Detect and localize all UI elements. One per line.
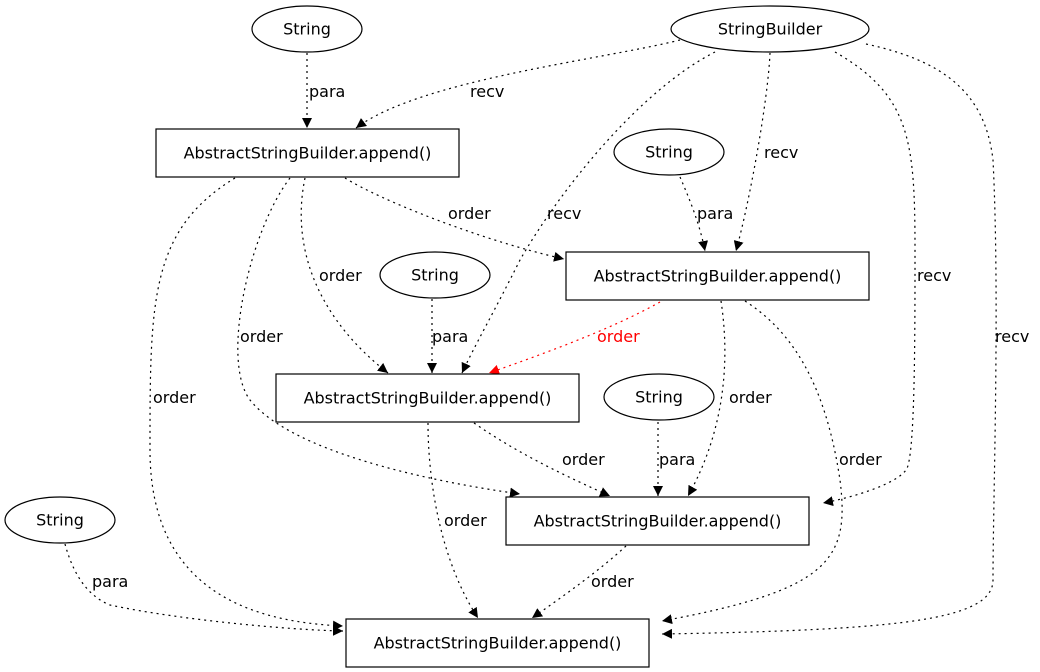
edge-label: para: [92, 572, 128, 591]
edge-label: recv: [764, 143, 798, 162]
edge-label: order: [591, 572, 634, 591]
edge-recv-sb-to-a1: recv: [355, 39, 681, 129]
node-box: [505, 496, 810, 546]
method-node-a1: AbstractStringBuilder.append(): [155, 128, 460, 178]
method-node-a4: AbstractStringBuilder.append(): [505, 496, 810, 546]
edge-label: para: [432, 327, 468, 346]
edge-line: [473, 422, 611, 497]
edge-recv-sb-to-a3: recv: [461, 51, 716, 374]
edge-order-a1-to-a3: order: [300, 177, 389, 374]
method-node-a5: AbstractStringBuilder.append(): [345, 618, 650, 668]
node-label: String: [635, 388, 683, 407]
edge-order-a2-to-a4: order: [687, 300, 772, 497]
edge-para-s1-to-a1: para: [302, 53, 345, 128]
type-node-s1: String: [251, 5, 363, 53]
edge-label: order: [562, 450, 605, 469]
edge-label: order: [597, 327, 640, 346]
node-label: AbstractStringBuilder.append(): [184, 144, 432, 163]
edge-label: order: [729, 388, 772, 407]
node-box: [275, 373, 580, 423]
edge-recv-sb-to-a2: recv: [733, 52, 798, 252]
edge-line: [237, 177, 521, 498]
edge-order-a2-to-a5: order: [661, 300, 882, 625]
edge-label: order: [319, 266, 362, 285]
type-node-s5: String: [4, 496, 116, 544]
node-label: AbstractStringBuilder.append(): [594, 267, 842, 286]
edge-order-a1-to-a5: order: [149, 177, 344, 631]
nodes: StringBuilderStringStringStringStringStr…: [4, 5, 870, 668]
node-box: [155, 128, 460, 178]
edge-label: order: [240, 327, 283, 346]
node-label: AbstractStringBuilder.append(): [374, 634, 622, 653]
node-label: String: [645, 143, 693, 162]
node-box: [565, 251, 870, 301]
method-node-a3: AbstractStringBuilder.append(): [275, 373, 580, 423]
edge-label: recv: [917, 266, 951, 285]
edge-order-a1-to-a4: order: [237, 177, 521, 498]
edge-line: [733, 52, 771, 252]
edge-line: [355, 39, 681, 129]
edge-line: [822, 51, 916, 507]
edge-para-s5-to-a5: para: [64, 543, 344, 636]
edge-label: order: [153, 388, 196, 407]
edge-line: [687, 300, 726, 497]
edge-recv-sb-to-a5: recv: [661, 43, 1029, 639]
node-label: StringBuilder: [718, 20, 823, 39]
edge-order-a1-to-a2: order: [344, 177, 565, 262]
edge-line: [64, 543, 344, 636]
node-ellipse: [670, 5, 870, 53]
node-box: [345, 618, 650, 668]
method-node-a2: AbstractStringBuilder.append(): [565, 251, 870, 301]
edge-para-s4-to-a4: para: [653, 422, 695, 496]
edge-label: para: [659, 450, 695, 469]
edge-label: order: [444, 511, 487, 530]
edge-label: para: [309, 82, 345, 101]
edge-label: order: [448, 204, 491, 223]
type-node-s3: String: [379, 251, 491, 299]
edge-line: [679, 176, 709, 252]
edge-line: [461, 51, 716, 374]
edge-label: recv: [470, 82, 504, 101]
edge-order-a4-to-a5: order: [531, 545, 634, 619]
edge-line: [661, 300, 843, 625]
node-label: String: [283, 20, 331, 39]
edge-label: recv: [995, 327, 1029, 346]
node-label: AbstractStringBuilder.append(): [304, 389, 552, 408]
node-label: AbstractStringBuilder.append(): [534, 512, 782, 531]
edge-recv-sb-to-a4: recv: [822, 51, 951, 507]
edge-para-s3-to-a3: para: [427, 299, 468, 373]
node-label: String: [411, 266, 459, 285]
node-label: String: [36, 511, 84, 530]
node-ellipse: [379, 251, 491, 299]
edge-line: [149, 177, 344, 631]
edge-order-a3-to-a5: order: [427, 422, 487, 619]
node-ellipse: [613, 128, 725, 176]
edge-order-a3-to-a4: order: [473, 422, 611, 497]
node-ellipse: [4, 496, 116, 544]
node-ellipse: [251, 5, 363, 53]
edge-label: para: [697, 204, 733, 223]
type-node-s4: String: [603, 373, 715, 421]
type-node-sb: StringBuilder: [670, 5, 870, 53]
edge-line: [427, 422, 479, 619]
edge-para-s2-to-a2: para: [679, 176, 733, 252]
type-node-s2: String: [613, 128, 725, 176]
edges: para recv para recv order para recv order order p…: [64, 39, 1029, 639]
edge-label: order: [839, 450, 882, 469]
edge-line: [344, 177, 565, 262]
node-ellipse: [603, 373, 715, 421]
edge-order-a2-to-a3: order: [488, 301, 661, 375]
edge-label: recv: [547, 204, 581, 223]
edge-line: [300, 177, 389, 374]
